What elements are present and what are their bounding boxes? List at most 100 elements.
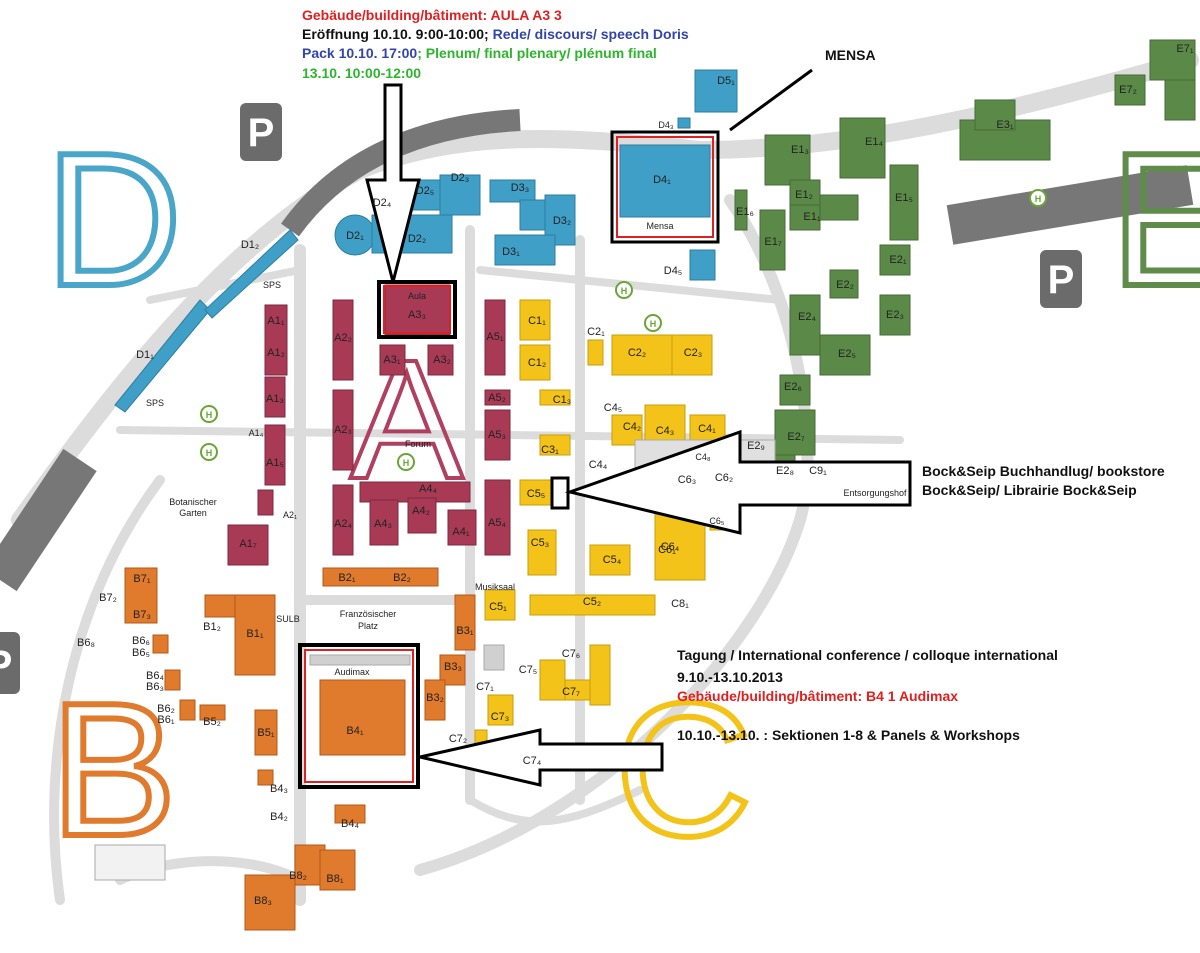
svg-text:A4₄: A4₄ (419, 483, 437, 495)
label-botanischer: Botanischer (169, 497, 217, 507)
svg-text:B8₁: B8₁ (326, 873, 343, 885)
svg-text:E2₇: E2₇ (787, 431, 804, 443)
label-sps-1: SPS (263, 280, 281, 290)
svg-text:C7₆: C7₆ (562, 648, 581, 660)
label-audimax: Audimax (334, 667, 370, 677)
svg-text:B6₁: B6₁ (157, 714, 174, 726)
svg-text:D5₁: D5₁ (717, 75, 735, 87)
svg-text:C9₁: C9₁ (809, 465, 827, 477)
label-garten: Garten (179, 508, 207, 518)
svg-text:B6₂: B6₂ (157, 703, 175, 715)
svg-text:H: H (206, 448, 213, 458)
svg-text:A4₃: A4₃ (374, 518, 392, 530)
svg-text:E2₅: E2₅ (838, 348, 856, 360)
svg-text:B6₄: B6₄ (146, 670, 164, 682)
arrow-to-aula (365, 83, 421, 283)
pack-label: Pack 10.10. 17:00 (302, 45, 418, 61)
label-forum: Forum (405, 439, 431, 449)
svg-text:C6₄: C6₄ (661, 541, 680, 553)
svg-text:B2₁: B2₁ (338, 572, 355, 584)
plenum-time: 13.10. 10:00-12:00 (302, 65, 422, 81)
svg-text:H: H (403, 458, 410, 468)
mensa-highlight-box (610, 130, 720, 244)
svg-text:P: P (248, 111, 275, 155)
svg-text:E2₈: E2₈ (776, 465, 794, 477)
svg-text:D3₂: D3₂ (553, 215, 571, 227)
parking-sign-west: P (0, 632, 20, 694)
svg-text:A1₅: A1₅ (266, 457, 284, 469)
svg-text:E3₁: E3₁ (996, 119, 1013, 131)
svg-text:B8₃: B8₃ (254, 895, 272, 907)
svg-text:B4₁: B4₁ (346, 725, 363, 737)
aula-info-line: Gebäude/building/bâtiment: AULA A3 3 (302, 7, 562, 23)
svg-text:B7₂: B7₂ (99, 592, 117, 604)
svg-text:A5₃: A5₃ (488, 429, 506, 441)
svg-text:E1₅: E1₅ (895, 192, 913, 204)
svg-text:A5₄: A5₄ (488, 517, 506, 529)
svg-text:C2₂: C2₂ (628, 347, 646, 359)
svg-text:E2₄: E2₄ (798, 311, 816, 323)
svg-text:A2₁: A2₁ (283, 510, 297, 520)
svg-text:A5₂: A5₂ (488, 392, 506, 404)
place-labels: Aula Forum Mensa Audimax Botanischer Gar… (146, 221, 907, 677)
svg-text:H: H (1035, 194, 1042, 204)
svg-text:C6₅: C6₅ (709, 516, 725, 526)
svg-text:E2₆: E2₆ (784, 381, 802, 393)
parking-sign-north: P (240, 103, 282, 161)
audimax-highlight-box (298, 643, 420, 789)
svg-text:D2₁: D2₁ (346, 230, 364, 242)
svg-text:B2₂: B2₂ (393, 572, 411, 584)
label-sps-2: SPS (146, 398, 164, 408)
svg-text:C7₄: C7₄ (523, 755, 542, 767)
conference-note-4: 10.10.-13.10. : Sektionen 1-8 & Panels &… (677, 727, 1020, 743)
bookstore-note-1: Bock&Seip Buchhandlug/ bookstore (922, 463, 1165, 479)
svg-text:C5₃: C5₃ (531, 537, 550, 549)
svg-text:C6₃: C6₃ (678, 474, 697, 486)
label-sulb: SULB (276, 614, 300, 624)
svg-text:D2₅: D2₅ (416, 185, 435, 197)
conference-note-1: Tagung / International conference / coll… (677, 647, 1058, 663)
svg-text:B4₄: B4₄ (341, 818, 359, 830)
bus-stop-signs: H H H H H H (200, 189, 1047, 471)
svg-text:E1₇: E1₇ (764, 236, 781, 248)
svg-text:A3₃: A3₃ (408, 309, 426, 321)
svg-text:A1₁: A1₁ (267, 315, 284, 327)
svg-text:C8₁: C8₁ (671, 598, 689, 610)
svg-text:C2₁: C2₁ (587, 326, 605, 338)
svg-text:B3₂: B3₂ (426, 692, 444, 704)
bookstore-highlight-box (550, 476, 570, 510)
conference-note-2: 9.10.-13.10.2013 (677, 669, 783, 685)
svg-text:C7₃: C7₃ (491, 711, 510, 723)
svg-text:C1₃: C1₃ (553, 394, 572, 406)
svg-text:A2₄: A2₄ (334, 518, 352, 530)
svg-text:E2₉: E2₉ (747, 440, 765, 452)
svg-text:B4₃: B4₃ (270, 783, 288, 795)
svg-text:B7₃: B7₃ (133, 609, 151, 621)
svg-text:A1₄: A1₄ (249, 428, 264, 438)
plenum-line: Pack 10.10. 17:00; Plenum/ final plenary… (302, 44, 657, 62)
zone-d-letter: D (45, 114, 182, 326)
svg-text:E7₁: E7₁ (1176, 43, 1193, 55)
svg-text:D3₃: D3₃ (511, 182, 530, 194)
conference-note-3: Gebäude/building/bâtiment: B4 1 Audimax (677, 688, 959, 704)
svg-text:E2₂: E2₂ (836, 279, 854, 291)
arrow-to-audimax (419, 728, 664, 787)
label-franz1: Französischer (340, 609, 397, 619)
svg-text:C5₂: C5₂ (583, 596, 601, 608)
arrow-to-bookstore (564, 429, 912, 535)
svg-text:C5₄: C5₄ (603, 554, 622, 566)
bookstore-note-2: Bock&Seip/ Librairie Bock&Seip (922, 482, 1137, 498)
label-entsorgungshof: Entsorgungshof (843, 488, 907, 498)
svg-text:B3₃: B3₃ (444, 661, 462, 673)
svg-text:C4₁: C4₁ (698, 423, 716, 435)
svg-text:B3₁: B3₁ (456, 625, 473, 637)
svg-text:D1₂: D1₂ (241, 239, 259, 251)
svg-text:E2₃: E2₃ (886, 309, 904, 321)
zone-e-letter: E (1110, 114, 1200, 326)
svg-text:A4₁: A4₁ (452, 526, 469, 538)
svg-text:C5₁: C5₁ (489, 601, 507, 613)
opening-line: Eröffnung 10.10. 9:00-10:00; Rede/ disco… (302, 25, 689, 43)
zone-b-letter: B (50, 664, 177, 876)
svg-text:E1₂: E1₂ (795, 189, 813, 201)
